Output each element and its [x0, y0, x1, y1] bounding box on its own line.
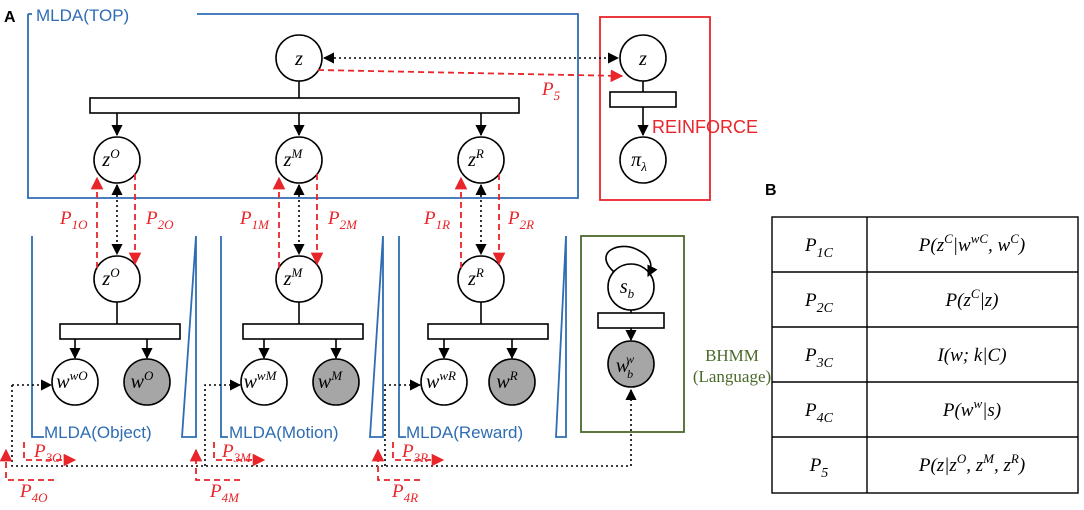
mlda-motion-label: MLDA(Motion) [229, 423, 339, 442]
label-p3M: P3M [221, 441, 252, 465]
mlda-object-box [31, 235, 197, 438]
panel-label-a: A [4, 9, 16, 26]
wbw-text: wbw [616, 352, 634, 381]
wbw-node [607, 340, 655, 388]
label-p4O: P4O [19, 481, 48, 505]
reward-wwR-text: wwR [426, 368, 456, 393]
mlda-top-box [27, 13, 579, 199]
edge-p4O [0, 448, 54, 481]
label-p1M: P1M [239, 208, 270, 232]
edge-p3R [392, 442, 445, 467]
top-zO-node [93, 136, 141, 184]
top-z-text: z [294, 48, 303, 70]
label-p4R: P4R [391, 481, 418, 505]
table-border [771, 216, 1079, 494]
top-plate-bar [89, 97, 520, 114]
reward-wR-node [488, 358, 536, 406]
label-p2O: P2O [145, 208, 174, 232]
object-wwO-text: wwO [56, 368, 88, 393]
edge-bus-wwM [204, 379, 242, 466]
mlda-motion-box [220, 235, 384, 438]
bhmm-bar [597, 312, 665, 329]
reinforce-z-text: z [638, 48, 647, 70]
edge-language-bus [11, 385, 637, 467]
sb-self-loop [605, 245, 658, 278]
edge-p3M [213, 442, 266, 467]
reinforce-box [599, 16, 711, 201]
mlda-object-label: MLDA(Object) [44, 423, 152, 442]
label-p3R: P3R [401, 441, 428, 465]
probability-table: P1C P(zC|wwC, wC) P2C P(zC|z) P3C I(w; k… [771, 216, 1079, 494]
top-zR-text: zR [467, 146, 484, 171]
motion-zM-text: zM [283, 265, 304, 290]
bhmm-box [580, 235, 685, 433]
edge-p5 [317, 69, 624, 83]
mlda-reward-label: MLDA(Reward) [406, 423, 523, 442]
label-p3O: P3O [33, 441, 62, 465]
bhmm-label-line1: BHMM [705, 346, 759, 365]
label-p1R: P1R [423, 208, 450, 232]
motion-bar [242, 323, 364, 340]
bhmm-label-line2: (Language) [693, 367, 771, 386]
edge-p4M [189, 448, 240, 481]
object-bar [59, 323, 181, 340]
table-row-formula: I(w; k|C) [936, 345, 1006, 366]
object-zO-text: zO [101, 265, 120, 290]
label-p4M: P4M [209, 481, 240, 505]
table-row-formula: P(z|zO, zM, zR) [918, 451, 1025, 476]
pi-text: πλ [631, 149, 647, 174]
top-zM-text: zM [283, 146, 304, 171]
table-row-name: P4C [804, 400, 834, 426]
panel-label-b: B [765, 182, 777, 199]
reinforce-bar [609, 91, 677, 108]
table-row-formula: P(zC|z) [945, 286, 999, 311]
table-row-name: P1C [804, 235, 834, 261]
reward-bar [427, 323, 549, 340]
motion-wM-text: wM [318, 368, 343, 393]
edge-bus-wwR [384, 379, 422, 466]
edge-p3O [23, 442, 77, 467]
pi-node [619, 136, 667, 184]
reward-wR-text: wR [496, 368, 517, 393]
table-row-formula: P(ww|s) [942, 396, 1001, 421]
table-row-formula: P(zC|wwC, wC) [918, 231, 1025, 256]
table-row-name: P3C [804, 345, 834, 371]
table-row-name: P2C [804, 290, 834, 316]
label-p5: P5 [541, 79, 561, 103]
edge-p4R [371, 448, 420, 481]
label-p2R: P2R [507, 208, 534, 232]
top-zR-node [457, 136, 505, 184]
label-p1O: P1O [59, 208, 88, 232]
motion-wwM-text: wwM [244, 368, 278, 393]
table-row-name: P5 [809, 455, 829, 481]
top-zM-node [275, 136, 323, 184]
motion-wM-node [312, 358, 360, 406]
object-wO-text: wO [131, 368, 154, 393]
label-p2M: P2M [327, 208, 358, 232]
sb-text: sb [620, 276, 635, 301]
reinforce-label: REINFORCE [652, 117, 758, 137]
object-wO-node [123, 358, 171, 406]
mlda-reward-box [398, 235, 567, 438]
reward-zR-text: zR [467, 265, 484, 290]
top-zO-text: zO [101, 146, 120, 171]
mlda-top-label: MLDA(TOP) [36, 6, 129, 25]
